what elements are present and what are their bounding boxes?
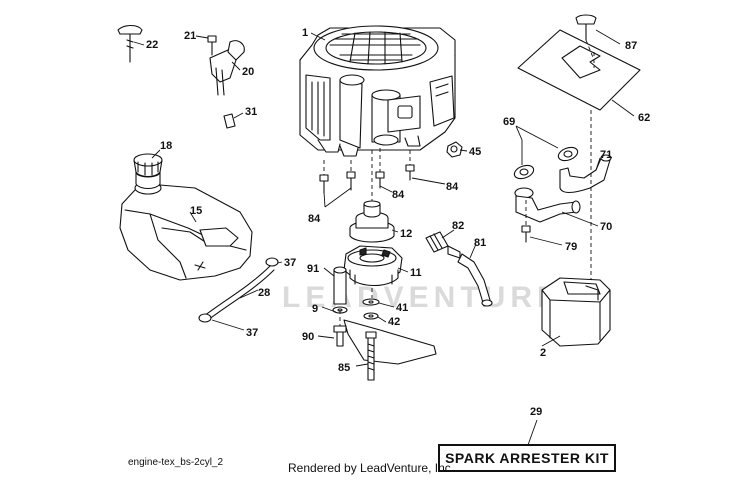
spark-arrester-kit-box: SPARK ARRESTER KIT	[438, 444, 616, 472]
spacer-and-bolts-parts	[332, 266, 437, 381]
callout-45: 45	[469, 146, 481, 158]
callout-79: 79	[565, 241, 577, 253]
callout-28: 28	[258, 287, 270, 299]
callout-84-right: 84	[446, 181, 459, 193]
leader-lines	[133, 29, 635, 446]
callout-70: 70	[600, 221, 612, 233]
callout-37-bottom: 37	[246, 327, 258, 339]
callout-21: 21	[184, 30, 196, 42]
callout-62: 62	[638, 112, 650, 124]
exhaust-pipe-parts	[513, 146, 612, 223]
callout-42: 42	[388, 316, 400, 328]
pto-clutch-part	[343, 245, 403, 287]
callout-31: 31	[245, 106, 257, 118]
spark-arrester-kit-label: SPARK ARRESTER KIT	[445, 450, 609, 466]
callout-11: 11	[410, 267, 422, 279]
callout-12: 12	[400, 228, 412, 240]
muffler-part	[541, 110, 611, 347]
callout-1: 1	[302, 27, 308, 39]
callout-82: 82	[452, 220, 464, 232]
callout-84-middle: 84	[392, 189, 405, 201]
callout-15: 15	[190, 205, 202, 217]
callout-9: 9	[312, 303, 318, 315]
fuel-line-part	[198, 257, 279, 323]
callout-69: 69	[503, 116, 515, 128]
callout-71: 71	[600, 149, 612, 161]
callout-20: 20	[242, 66, 254, 78]
diagram-id-label: engine-tex_bs-2cyl_2	[128, 457, 224, 468]
engine-part	[299, 25, 456, 157]
callout-labels: 1 2 9 11 12 15 18 20 21 22 28 29 31 37 3…	[146, 27, 650, 418]
nut-45-part	[446, 141, 463, 158]
bolt-79-part	[521, 200, 531, 243]
callout-22: 22	[146, 39, 158, 51]
bolt-87-part	[575, 14, 597, 61]
callout-90: 90	[302, 331, 314, 343]
callout-29: 29	[530, 406, 542, 418]
callout-37-top: 37	[284, 257, 296, 269]
callout-87: 87	[625, 40, 637, 52]
watermark-text: LEADVENTURE	[282, 281, 562, 314]
oil-drain-parts	[425, 231, 493, 307]
callout-84-left: 84	[308, 213, 321, 225]
bolt-84-parts	[319, 148, 415, 194]
callout-91: 91	[307, 263, 319, 275]
callout-81: 81	[474, 237, 486, 249]
clutch-pulley-part	[349, 150, 395, 243]
callout-85: 85	[338, 362, 350, 374]
callout-2: 2	[540, 347, 546, 359]
small-parts-top-left	[117, 24, 245, 129]
callout-41: 41	[396, 302, 408, 314]
heat-shield-part	[517, 29, 641, 111]
rendered-by-credit: Rendered by LeadVenture, Inc.	[288, 461, 455, 475]
callout-18: 18	[160, 140, 172, 152]
fuel-tank-part	[119, 153, 253, 281]
